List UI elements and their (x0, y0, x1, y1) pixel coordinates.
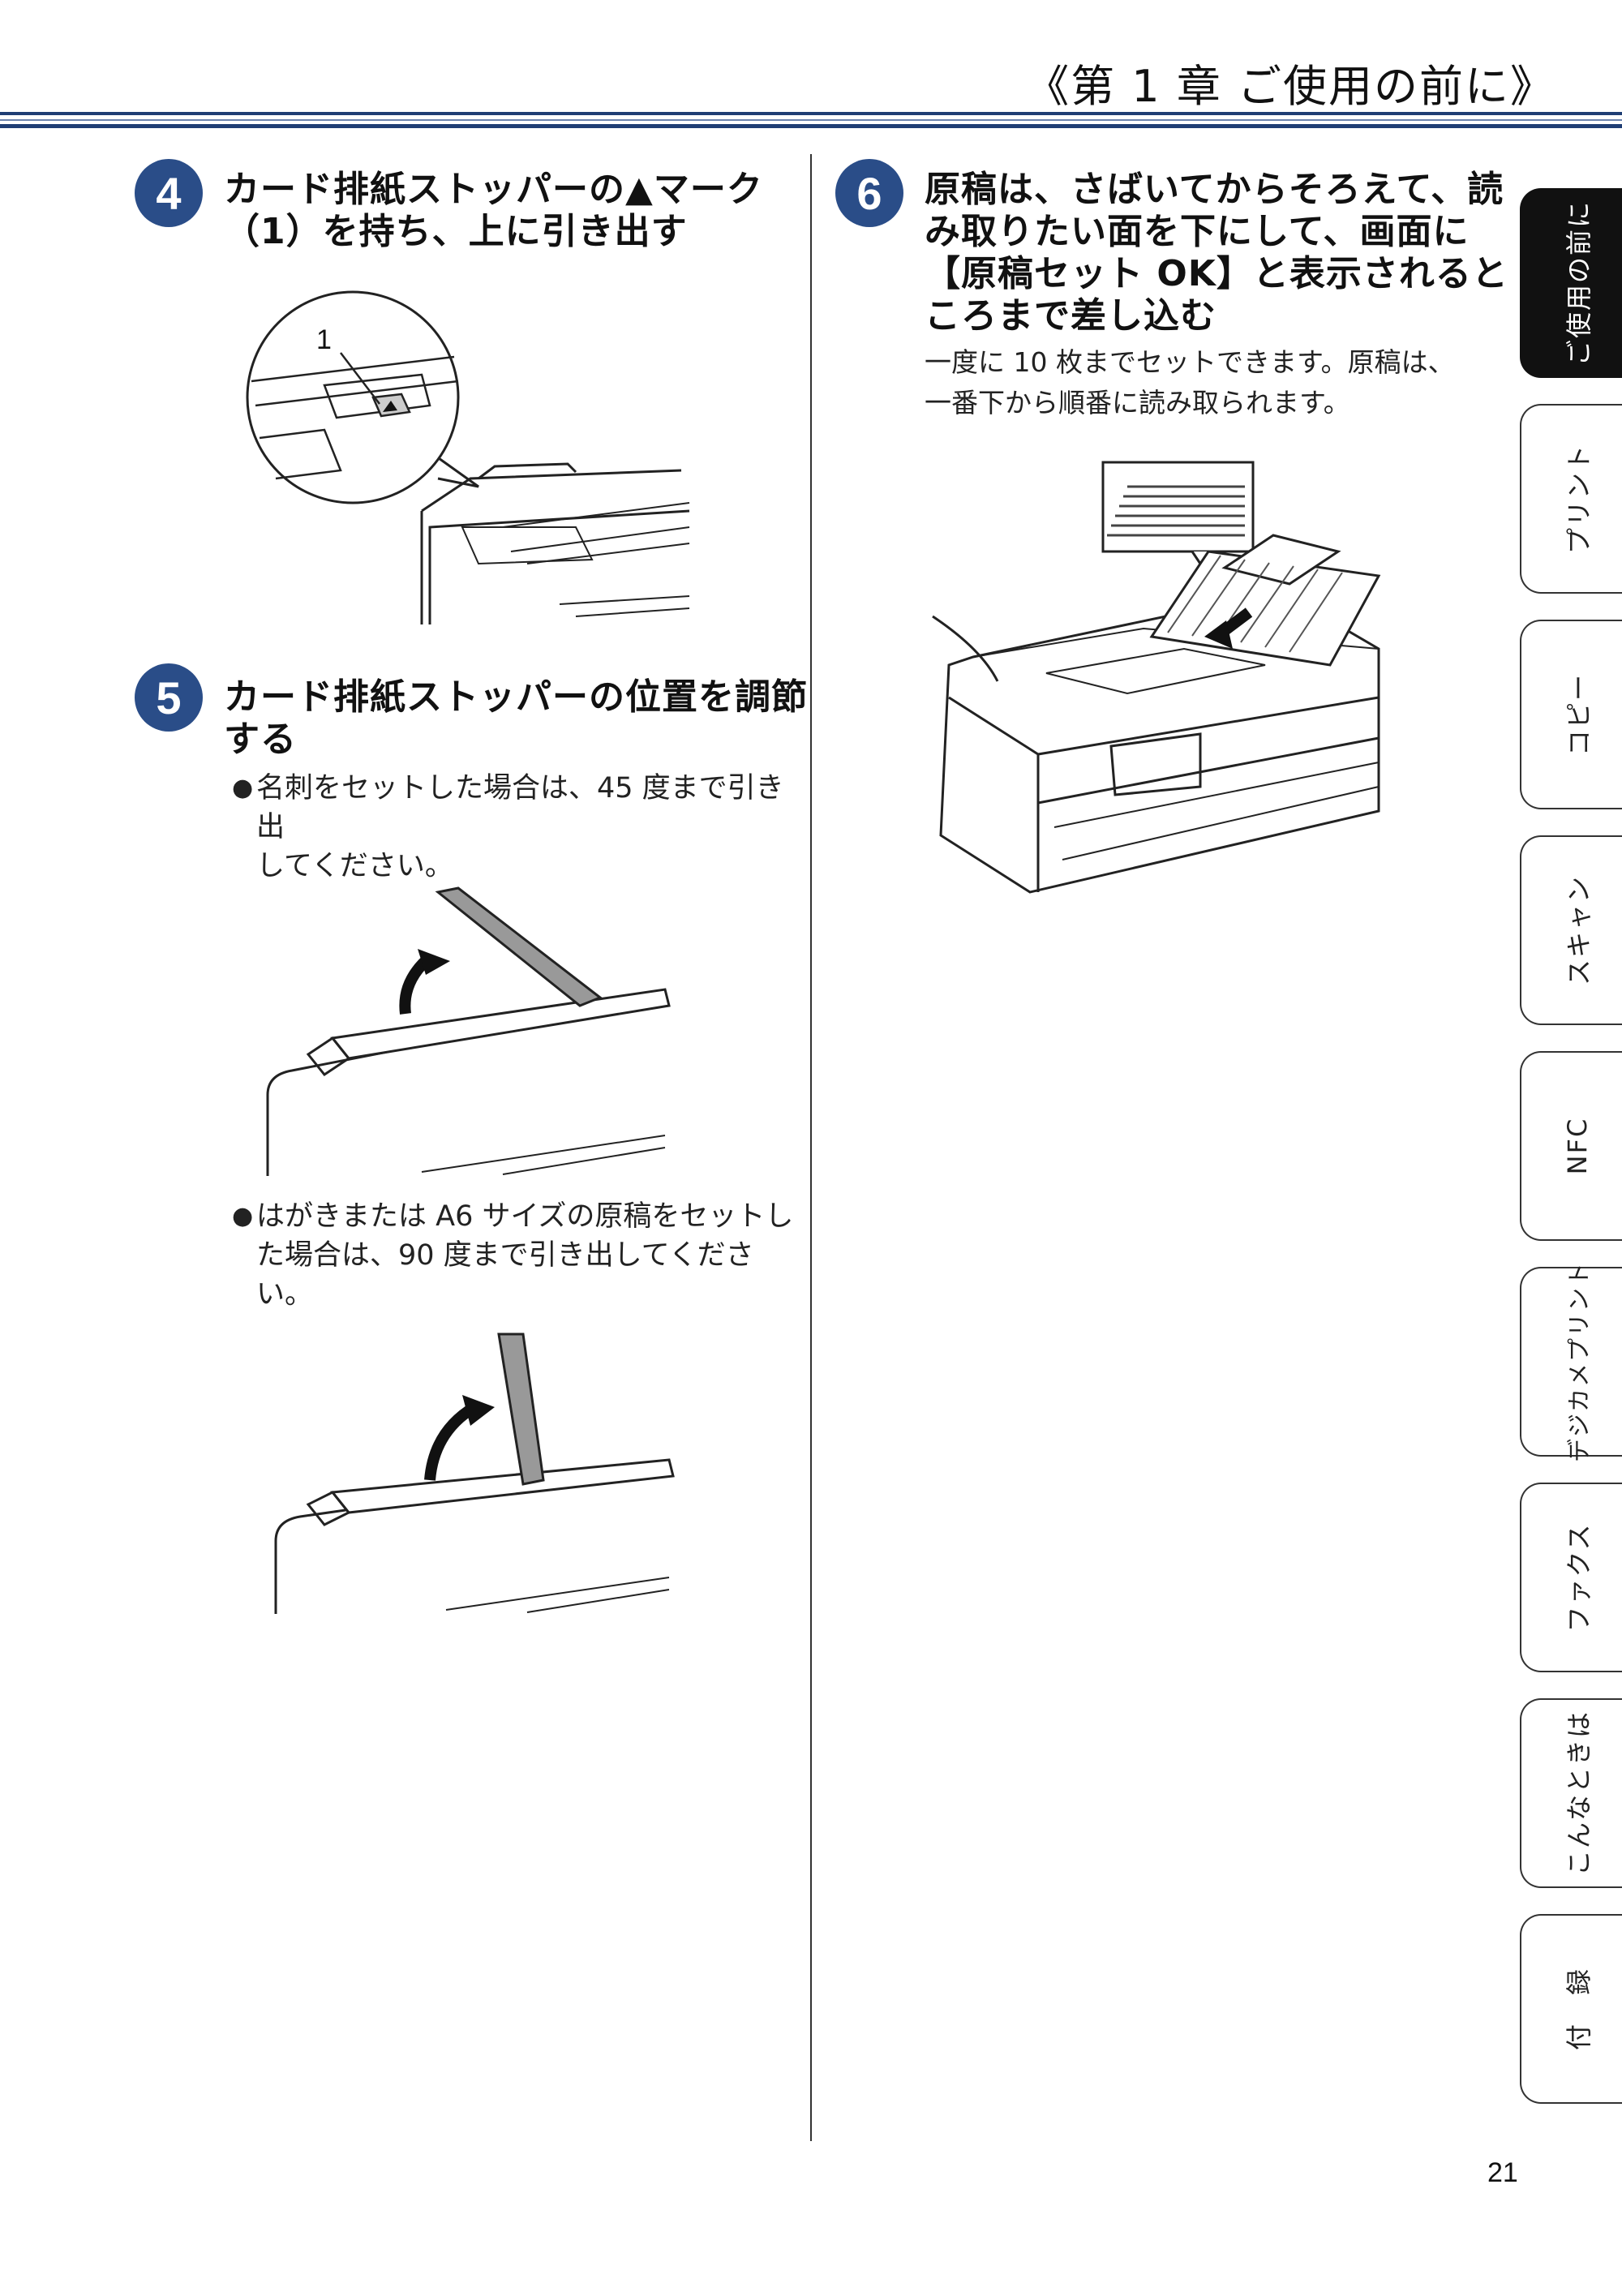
tab-photo-print[interactable]: デジカメプリント (1520, 1261, 1622, 1462)
chapter-title: 《第 1 章 ご使用の前に》 (1025, 61, 1555, 112)
header-rule (0, 112, 1622, 115)
step-5-title: カード排紙ストッパーの位置を調節 する (224, 676, 808, 760)
step-5-bullet-45-degree: ● 名刺をセットした場合は、45 度まで引き出 してください。 (232, 769, 800, 886)
bullet-dot: ● (232, 1202, 254, 1230)
tab-label: こんなときは (1564, 1710, 1594, 1877)
tab-scan[interactable]: スキャン (1520, 835, 1622, 1025)
header-rule-thin (0, 119, 1622, 121)
tab-troubleshooting[interactable]: こんなときは (1520, 1698, 1622, 1888)
page-number: 21 (1487, 2157, 1518, 2188)
step-6-description: 一度に 10 枚までセットできます。原稿は、 一番下から順番に読み取られます。 (925, 346, 1455, 418)
tab-label: NFC (1562, 1117, 1593, 1175)
step-4-number: 4 (135, 159, 203, 227)
tab-getting-started[interactable]: ご使用の前に (1520, 188, 1622, 378)
stopper-pull-illustration: 1 (246, 290, 690, 624)
stopper-45-degree-illustration (266, 886, 671, 1176)
column-divider (810, 154, 812, 2141)
stopper-90-degree-illustration (274, 1333, 675, 1614)
tab-label: 付 録 (1564, 1967, 1594, 2051)
step-6-title: 原稿は、さばいてからそろえて、読 み取りたい面を下にして、画面に 【原稿セット … (925, 169, 1508, 337)
tab-label: ファクス (1564, 1522, 1594, 1633)
bullet-dot: ● (232, 774, 254, 802)
tab-appendix[interactable]: 付 録 (1520, 1914, 1622, 2104)
tab-nfc[interactable]: NFC (1520, 1051, 1622, 1241)
tab-copy[interactable]: コピー (1520, 620, 1622, 809)
tab-label: ご使用の前に (1564, 200, 1594, 367)
tab-fax[interactable]: ファクス (1520, 1483, 1622, 1672)
tab-print[interactable]: プリント (1520, 404, 1622, 594)
step-5-bullet-90-degree: ● はがきまたは A6 サイズの原稿をセットし た場合は、90 度まで引き出して… (232, 1197, 800, 1314)
step-4-title: カード排紙ストッパーの▲マーク （1）を持ち、上に引き出す (224, 169, 763, 252)
step-6-number: 6 (835, 159, 903, 227)
tab-label: プリント (1564, 443, 1594, 555)
tab-label: コピー (1564, 672, 1594, 757)
tab-label: デジカメプリント (1565, 1260, 1593, 1463)
document-feeder-illustration (932, 461, 1381, 894)
callout-label-1: 1 (316, 324, 332, 355)
header-rule-bottom (0, 124, 1622, 128)
tab-label: スキャン (1564, 874, 1594, 986)
step-5-number: 5 (135, 663, 203, 732)
